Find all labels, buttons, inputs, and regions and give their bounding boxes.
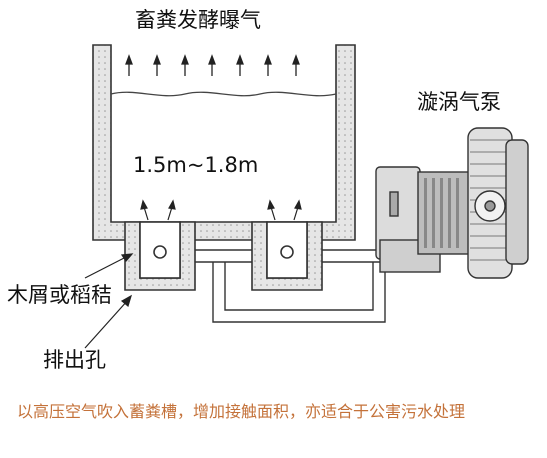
liquid-surface	[110, 91, 337, 97]
air-pipes	[195, 249, 386, 323]
vortex-pump	[375, 127, 529, 279]
nozzle-arrows	[140, 199, 302, 221]
depth-label: 1.5m~1.8m	[133, 153, 259, 177]
right-sump	[251, 221, 323, 291]
left-sump	[124, 221, 196, 291]
drain-hole-label: 排出孔	[43, 348, 106, 372]
bubble-arrow	[153, 54, 161, 76]
caption: 以高压空气吹入蓄粪槽，增加接触面积，亦适合于公害污水处理	[17, 402, 466, 421]
top-label: 畜粪发酵曝气	[135, 8, 261, 32]
bubble-arrows	[125, 54, 300, 76]
bubble-arrow	[181, 54, 189, 76]
bubble-arrow	[208, 54, 216, 76]
bubble-arrow	[292, 54, 300, 76]
leader-arrows	[84, 253, 134, 349]
bubble-arrow	[264, 54, 272, 76]
sawdust-label: 木屑或稻秸	[7, 283, 112, 307]
pump-label: 漩涡气泵	[417, 90, 501, 114]
tank-walls	[92, 44, 356, 241]
bubble-arrow	[236, 54, 244, 76]
bubble-arrow	[125, 54, 133, 76]
